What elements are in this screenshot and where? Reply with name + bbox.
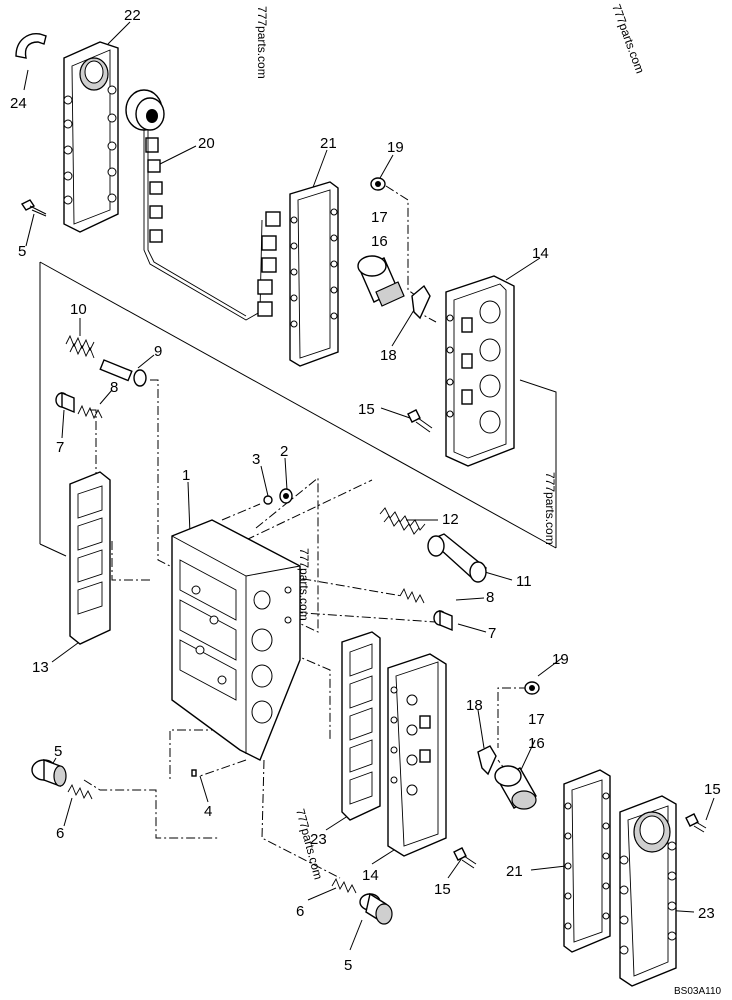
bolt-part-5-top [20,199,47,217]
callout-16: 16 [528,735,545,752]
gasket-part-21-top [289,181,339,367]
callout-9: 9 [154,343,162,360]
callout-17: 17 [528,711,545,728]
callout-21: 21 [320,135,337,152]
callout-19: 19 [552,651,569,668]
callout-4: 4 [204,803,212,820]
plug-part-7-right [433,609,453,632]
callout-14: 14 [362,867,379,884]
spring-part-6-left [67,783,93,800]
valve-body-part-14-bottom [387,653,447,857]
callout-7: 7 [488,625,496,642]
bracket-part-18-top [411,284,431,320]
bracket-part-18-bottom [477,745,497,776]
callout-8: 8 [110,379,118,396]
ball-part-4 [191,769,197,777]
plug-part-7-left [55,391,75,414]
plug-part-5-left [31,758,67,788]
callout-18: 18 [466,697,483,714]
separator-plate-part-23-middle [341,631,381,821]
watermark: 777parts.com [543,472,557,545]
callout-labels: 22 24 5 20 21 19 17 16 14 18 15 10 9 8 7… [10,7,721,974]
callout-5: 5 [18,243,26,260]
watermark: 777parts.com [609,2,647,75]
gasket-part-21-bottom [563,769,611,953]
callout-14: 14 [532,245,549,262]
plug-part-2 [279,488,293,504]
ball-part-3 [263,495,273,505]
callout-1: 1 [182,467,190,484]
callout-15: 15 [358,401,375,418]
drawing-code: BS03A110 [674,986,722,997]
callout-6: 6 [296,903,304,920]
callout-5: 5 [54,743,62,760]
cover-plate-part-23-bottom [619,795,677,987]
cover-plate-part-22 [63,41,119,233]
spool-part-11 [427,533,488,583]
nut-part-19-bottom [524,681,540,695]
leader-lines [23,21,715,951]
callout-5: 5 [344,957,352,974]
callout-15: 15 [704,781,721,798]
callout-11: 11 [516,573,532,590]
plug-part-5-bottom [359,892,393,925]
callout-19: 19 [387,139,404,156]
callout-23: 23 [698,905,715,922]
main-valve-body-part-1 [171,519,301,761]
separator-plate-part-13 [69,471,111,645]
callout-18: 18 [380,347,397,364]
spring-part-10 [65,334,95,359]
solenoid-part-16-top [357,255,405,307]
spring-part-6-bottom [331,877,357,894]
spring-part-12 [379,507,426,535]
callout-24: 24 [10,95,27,112]
callout-6: 6 [56,825,64,842]
wiring-harness-part-20 [125,89,281,321]
bolt-part-15-right [685,813,707,833]
valve-body-part-14-top [445,275,515,467]
callout-22: 22 [124,7,141,24]
solenoid-part-16-bottom [494,765,537,810]
callout-20: 20 [198,135,215,152]
callout-16: 16 [371,233,388,250]
callout-10: 10 [70,301,87,318]
spring-part-8-right [399,587,425,604]
callout-2: 2 [280,443,288,460]
callout-7: 7 [56,439,64,456]
callout-3: 3 [252,451,260,468]
callout-17: 17 [371,209,388,226]
callout-21: 21 [506,863,523,880]
watermark: 777parts.com [255,6,269,79]
callout-12: 12 [442,511,459,528]
nut-part-19-top [370,177,386,191]
callout-13: 13 [32,659,49,676]
clip-part-24 [15,33,47,59]
callout-23: 23 [310,831,327,848]
bolt-part-15-top [407,409,433,433]
spring-part-8-left [77,404,103,420]
watermark: 777parts.com [297,548,311,621]
spool-part-9 [99,359,147,387]
callout-15: 15 [434,881,451,898]
callout-8: 8 [486,589,494,606]
bolt-part-15-bottom [453,847,477,869]
